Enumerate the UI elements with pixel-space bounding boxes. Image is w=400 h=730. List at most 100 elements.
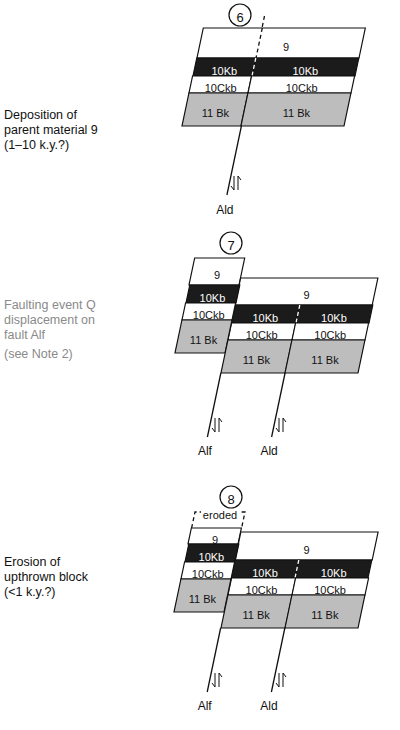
soil-horizon-band: 9 bbox=[195, 26, 367, 60]
soil-horizon-band: 11 Bk bbox=[283, 593, 367, 630]
band-outline bbox=[195, 26, 367, 60]
stage-note-box: Erosion of upthrown block (<1 k.y.?) bbox=[4, 555, 108, 600]
band-shape bbox=[235, 532, 378, 560]
fault-trace bbox=[227, 126, 242, 195]
half-arrow bbox=[212, 418, 215, 432]
band-shape bbox=[197, 28, 365, 58]
fault-label-box: Alf bbox=[198, 441, 212, 459]
soil-horizon-band: 10Ckb bbox=[180, 301, 238, 322]
half-arrow bbox=[238, 176, 241, 190]
soil-horizon-band: 10Ckb bbox=[187, 74, 254, 95]
horizon-label: 10Ckb bbox=[205, 82, 237, 95]
soil-horizon-band: 10Kb bbox=[183, 542, 241, 564]
band-shape bbox=[182, 93, 248, 126]
fault-label: Ald bbox=[260, 444, 277, 458]
horizon-label: 10Ckb bbox=[314, 329, 346, 342]
soil-horizon-band: 11 Bk bbox=[283, 338, 367, 375]
band-shape bbox=[175, 320, 232, 353]
stage-note: Deposition of parent material 9 (1–10 k.… bbox=[4, 108, 108, 153]
soil-horizon-band: 10Ckb bbox=[179, 560, 237, 581]
horizon-label: 10Kb bbox=[199, 551, 225, 564]
soil-horizon-band: 10Kb bbox=[191, 56, 258, 78]
horizon-label: 9 bbox=[214, 269, 220, 282]
half-arrow bbox=[276, 418, 279, 432]
note-reference-box: (see Note 2) bbox=[4, 344, 108, 362]
soil-horizon-band: 11 Bk bbox=[219, 593, 294, 630]
buried-fault-trace bbox=[252, 58, 256, 76]
step-number-circle: 8 bbox=[218, 484, 244, 510]
step-number: 6 bbox=[236, 11, 243, 26]
eroded-label-box: eroded bbox=[201, 505, 239, 523]
horizon-label: 9 bbox=[303, 289, 309, 302]
soil-horizon-band: 11 Bk bbox=[239, 91, 353, 128]
fault-label: Alf bbox=[198, 699, 212, 713]
event-note-box: Faulting event Q displacement on fault A… bbox=[4, 298, 108, 343]
soil-horizon-band: 10Kb bbox=[294, 303, 375, 325]
fault-label-box: Ald bbox=[216, 200, 233, 218]
band-shape bbox=[285, 595, 365, 628]
horizon-label: 11 Bk bbox=[243, 354, 270, 367]
soil-horizon-band: 10Kb bbox=[229, 558, 301, 580]
buried-fault-trace bbox=[296, 305, 300, 323]
half-arrow bbox=[219, 418, 222, 432]
half-arrow bbox=[231, 176, 234, 190]
horizon-label: 10Ckb bbox=[314, 584, 346, 597]
horizon-label: 11 Bk bbox=[189, 593, 216, 606]
horizon-label: 10Ckb bbox=[246, 329, 278, 342]
horizon-label: 10Kb bbox=[252, 312, 278, 325]
soil-horizon-band: 9 bbox=[233, 530, 380, 562]
soil-horizon-band: 9 bbox=[233, 276, 380, 307]
horizon-label: 11 Bk bbox=[202, 107, 229, 120]
step-number-circle: 7 bbox=[218, 230, 244, 256]
horizon-label: 10Kb bbox=[200, 292, 226, 305]
horizon-label: 10Ckb bbox=[286, 82, 318, 95]
horizon-label: 9 bbox=[283, 41, 289, 54]
soil-horizon-band: 11 Bk bbox=[172, 577, 233, 614]
band-shape bbox=[241, 93, 351, 126]
horizon-label: 10Kb bbox=[321, 567, 347, 580]
soil-horizon-band: 9 bbox=[186, 526, 243, 546]
horizon-label: 10Ckb bbox=[246, 584, 278, 597]
half-arrow bbox=[219, 673, 222, 687]
band-shape bbox=[189, 258, 245, 285]
soil-horizon-band: 10Ckb bbox=[290, 576, 371, 597]
circle-shape bbox=[220, 486, 242, 508]
fault-trace bbox=[262, 16, 265, 28]
soil-horizon-band: 10Ckb bbox=[226, 321, 298, 342]
band-shape bbox=[221, 595, 292, 628]
horizon-label: 11 Bk bbox=[311, 609, 338, 622]
fault-label-box: Alf bbox=[198, 696, 212, 714]
band-shape bbox=[285, 340, 365, 373]
horizon-label: 10Kb bbox=[252, 567, 278, 580]
step-number: 8 bbox=[227, 493, 234, 508]
soil-horizon-band: 10Kb bbox=[229, 303, 301, 325]
circle-shape bbox=[229, 4, 251, 26]
horizon-label: 11 Bk bbox=[190, 334, 217, 347]
soil-horizon-band: 11 Bk bbox=[219, 338, 294, 375]
fault-label: Alf bbox=[198, 444, 212, 458]
note-reference: (see Note 2) bbox=[4, 347, 73, 362]
soil-horizon-band: 11 Bk bbox=[180, 91, 250, 128]
band-shape bbox=[174, 579, 231, 612]
stage-note-box: Deposition of parent material 9 (1–10 k.… bbox=[4, 108, 108, 153]
band-shape bbox=[221, 340, 292, 373]
buried-fault-trace bbox=[256, 28, 262, 58]
half-arrow bbox=[283, 418, 286, 432]
horizon-label: 10Kb bbox=[292, 65, 318, 78]
circle-shape bbox=[220, 232, 242, 254]
eroded-label: eroded bbox=[201, 509, 239, 522]
buried-fault-trace bbox=[295, 560, 299, 578]
soil-horizon-band: 11 Bk bbox=[173, 318, 234, 355]
fault-trace bbox=[272, 373, 285, 437]
horizon-label: 9 bbox=[212, 534, 218, 547]
soil-horizon-band: 9 bbox=[187, 256, 247, 287]
soil-horizon-band: 10Kb bbox=[293, 558, 374, 580]
fault-label: Ald bbox=[216, 203, 233, 217]
soil-horizon-band: 10Ckb bbox=[290, 321, 371, 342]
step-number-circle: 6 bbox=[227, 2, 253, 28]
half-arrow bbox=[276, 673, 279, 687]
horizon-label: 10Kb bbox=[211, 65, 237, 78]
fault-label-box: Ald bbox=[260, 696, 277, 714]
soil-horizon-band: 10Ckb bbox=[246, 74, 357, 95]
